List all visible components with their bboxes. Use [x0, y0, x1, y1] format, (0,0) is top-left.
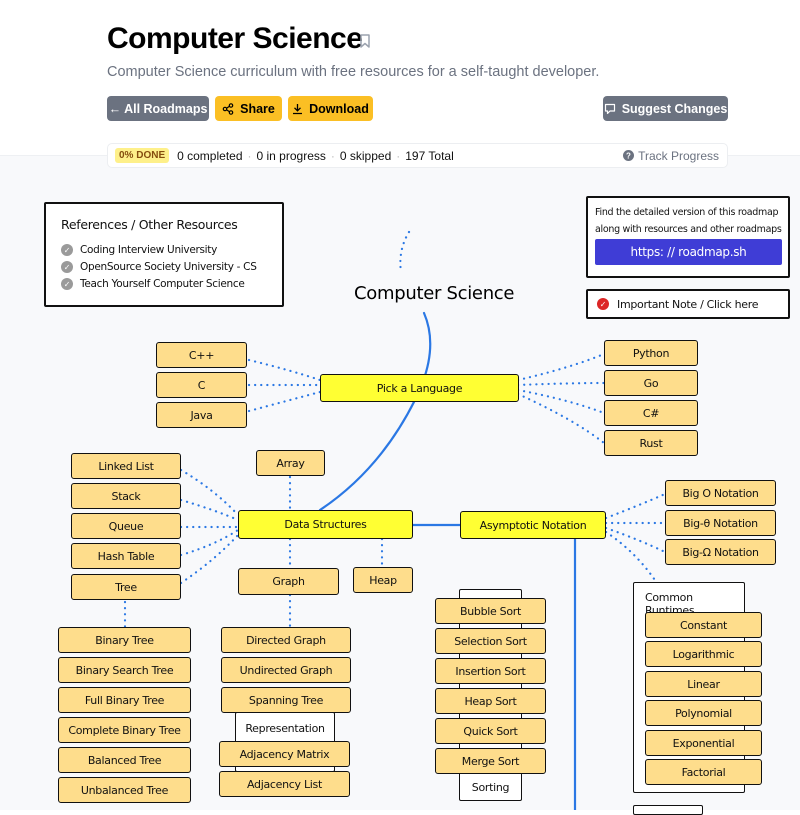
- in-progress-count: 0 in progress: [256, 148, 326, 163]
- comment-icon: [604, 103, 615, 114]
- node-sort[interactable]: Insertion Sort: [435, 658, 546, 684]
- node-runtime[interactable]: Linear: [645, 671, 762, 697]
- node-representation[interactable]: Adjacency Matrix: [219, 741, 350, 767]
- node-runtime[interactable]: Constant: [645, 612, 762, 638]
- download-label: Download: [309, 101, 369, 116]
- node-array[interactable]: Array: [256, 450, 325, 476]
- node-notation[interactable]: Big O Notation: [665, 480, 776, 506]
- reference-label: Coding Interview University: [80, 244, 218, 256]
- separator: ·: [330, 148, 335, 163]
- svg-text:?: ?: [626, 151, 631, 160]
- sorting-label: Sorting: [471, 781, 510, 794]
- node-data-structure[interactable]: Queue: [71, 513, 181, 539]
- reference-item[interactable]: ✓ Teach Yourself Computer Science: [61, 278, 245, 290]
- share-label: Share: [240, 101, 275, 116]
- node-tree-type[interactable]: Binary Tree: [58, 627, 191, 653]
- node-sort[interactable]: Selection Sort: [435, 628, 546, 654]
- node-data-structure[interactable]: Hash Table: [71, 543, 181, 569]
- important-note[interactable]: ✓ Important Note / Click here: [586, 289, 790, 319]
- node-asymptotic-notation[interactable]: Asymptotic Notation: [460, 511, 606, 539]
- references-title: References / Other Resources: [61, 217, 238, 232]
- node-sort[interactable]: Quick Sort: [435, 718, 546, 744]
- check-circle-icon: ✓: [597, 298, 609, 310]
- check-circle-icon: ✓: [61, 261, 73, 273]
- node-tree-type[interactable]: Full Binary Tree: [58, 687, 191, 713]
- check-circle-icon: ✓: [61, 244, 73, 256]
- node-graph-type[interactable]: Directed Graph: [221, 627, 351, 653]
- node-language[interactable]: Java: [156, 402, 247, 428]
- reference-item[interactable]: ✓ OpenSource Society University - CS: [61, 261, 257, 273]
- download-button[interactable]: Download: [288, 96, 373, 121]
- roadmap-link-button[interactable]: https: // roadmap.sh: [595, 239, 782, 265]
- node-tree-type[interactable]: Unbalanced Tree: [58, 777, 191, 803]
- node-language[interactable]: Rust: [604, 430, 698, 456]
- share-button[interactable]: Share: [215, 96, 282, 121]
- node-tree-type[interactable]: Balanced Tree: [58, 747, 191, 773]
- representation-label: Representation: [245, 722, 325, 735]
- done-badge: 0% DONE: [115, 148, 170, 163]
- reference-item[interactable]: ✓ Coding Interview University: [61, 244, 217, 256]
- next-group: [633, 805, 703, 815]
- node-language[interactable]: C++: [156, 342, 247, 368]
- node-sort[interactable]: Heap Sort: [435, 688, 546, 714]
- share-icon: [222, 102, 234, 115]
- node-runtime[interactable]: Logarithmic: [645, 641, 762, 667]
- node-graph-type[interactable]: Spanning Tree: [221, 687, 351, 713]
- node-data-structures[interactable]: Data Structures: [238, 510, 413, 539]
- node-runtime[interactable]: Factorial: [645, 759, 762, 785]
- progress-bar: 0% DONE 0 completed · 0 in progress · 0 …: [107, 143, 728, 168]
- skipped-count: 0 skipped: [339, 148, 392, 163]
- node-representation[interactable]: Adjacency List: [219, 771, 350, 797]
- node-tree-type[interactable]: Binary Search Tree: [58, 657, 191, 683]
- node-language[interactable]: Python: [604, 340, 698, 366]
- node-heap[interactable]: Heap: [353, 567, 413, 593]
- page-header: Computer Science Computer Science curric…: [0, 0, 800, 155]
- node-language[interactable]: C: [156, 372, 247, 398]
- node-sort[interactable]: Bubble Sort: [435, 598, 546, 624]
- node-pick-a-language[interactable]: Pick a Language: [320, 374, 519, 402]
- all-roadmaps-button[interactable]: ← All Roadmaps: [107, 96, 209, 121]
- total-count: 197 Total: [405, 148, 454, 163]
- node-runtime[interactable]: Polynomial: [645, 700, 762, 726]
- promo-box: Find the detailed version of this roadma…: [586, 196, 790, 278]
- reference-label: Teach Yourself Computer Science: [80, 278, 245, 290]
- references-box: References / Other Resources ✓ Coding In…: [44, 202, 284, 307]
- page-title: Computer Science: [107, 22, 363, 55]
- node-runtime[interactable]: Exponential: [645, 730, 762, 756]
- node-graph-type[interactable]: Undirected Graph: [221, 657, 351, 683]
- roadmap-title: Computer Science: [354, 283, 515, 304]
- check-circle-icon: ✓: [61, 278, 73, 290]
- bookmark-icon[interactable]: [358, 33, 372, 49]
- download-icon: [293, 103, 303, 114]
- all-roadmaps-label: ← All Roadmaps: [108, 101, 208, 116]
- track-progress-link[interactable]: ? Track Progress: [623, 149, 719, 163]
- node-notation[interactable]: Big-Ω Notation: [665, 539, 776, 565]
- suggest-changes-label: Suggest Changes: [621, 101, 728, 116]
- node-tree-type[interactable]: Complete Binary Tree: [58, 717, 191, 743]
- track-progress-label: Track Progress: [638, 148, 719, 163]
- node-data-structure[interactable]: Stack: [71, 483, 181, 509]
- node-graph[interactable]: Graph: [238, 568, 339, 595]
- separator: ·: [247, 148, 252, 163]
- completed-count: 0 completed: [177, 148, 243, 163]
- help-icon: ?: [623, 150, 635, 161]
- node-language[interactable]: C#: [604, 400, 698, 426]
- node-notation[interactable]: Big-θ Notation: [665, 510, 776, 536]
- node-language[interactable]: Go: [604, 370, 698, 396]
- node-data-structure[interactable]: Tree: [71, 574, 181, 600]
- suggest-changes-button[interactable]: Suggest Changes: [603, 96, 728, 121]
- page-subtitle: Computer Science curriculum with free re…: [107, 64, 600, 80]
- separator: ·: [396, 148, 401, 163]
- node-data-structure[interactable]: Linked List: [71, 453, 181, 479]
- important-note-label: Important Note / Click here: [617, 297, 759, 311]
- node-sort[interactable]: Merge Sort: [435, 748, 546, 774]
- reference-label: OpenSource Society University - CS: [80, 261, 257, 273]
- promo-text: Find the detailed version of this roadma…: [595, 207, 782, 235]
